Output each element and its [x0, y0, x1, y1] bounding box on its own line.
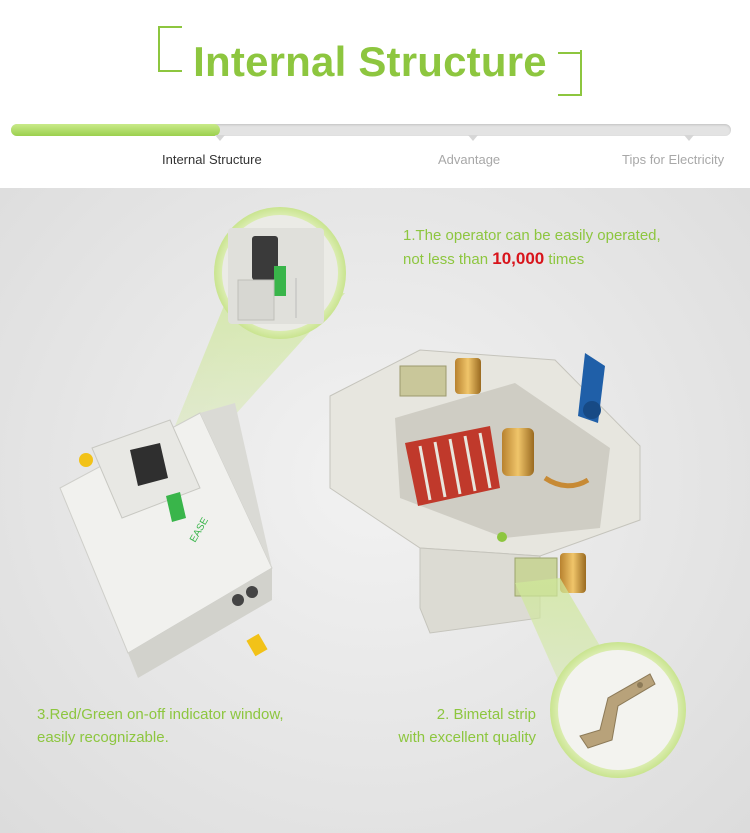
callout-operator-post: times	[544, 251, 585, 268]
bracket-right-tick	[558, 52, 582, 54]
breaker-product-image: EASE	[59, 403, 273, 678]
callout-indicator-line1: 3.Red/Green on-off indicator window,	[37, 706, 284, 723]
callout-operator-pre: not less than	[403, 251, 493, 268]
tab-internal-structure[interactable]: Internal Structure	[162, 152, 262, 167]
progress-tick	[215, 135, 225, 141]
callout-bimetal-line1: 2. Bimetal strip	[436, 706, 536, 723]
breaker-internal-image	[329, 349, 641, 634]
callout-operator-count: 10,000	[492, 249, 545, 268]
callout-operator-line2: not less than 10,000 times	[403, 247, 661, 271]
callout-indicator-line2: easily recognizable.	[37, 729, 169, 746]
bracket-left-decoration	[158, 26, 182, 72]
callout-bimetal: 2. Bimetal strip with excellent quality	[340, 703, 536, 749]
zoom-lens-indicator	[214, 207, 346, 339]
page-title: Internal Structure	[193, 38, 547, 85]
progress-track	[11, 124, 731, 136]
header: Internal Structure Internal Structure Ad…	[0, 0, 750, 188]
tab-advantage[interactable]: Advantage	[438, 152, 501, 167]
product-stage: EASE	[0, 188, 750, 833]
tab-tips-for-electricity[interactable]: Tips for Electricity	[622, 152, 725, 167]
title-frame: Internal Structure	[158, 26, 582, 96]
callout-operator: 1.The operator can be easily operated, n…	[403, 224, 661, 271]
progress-fill	[11, 124, 220, 136]
bracket-left-tick	[158, 70, 182, 72]
zoom-lens-bimetal	[550, 642, 686, 778]
progress-tick	[468, 135, 478, 141]
progress-tick	[684, 135, 694, 141]
callout-bimetal-line2: with excellent quality	[398, 729, 536, 746]
callout-operator-line1: 1.The operator can be easily operated,	[403, 227, 661, 244]
illustration: EASE	[59, 207, 686, 778]
bracket-right-decoration	[558, 50, 582, 96]
callout-indicator: 3.Red/Green on-off indicator window, eas…	[37, 703, 284, 749]
